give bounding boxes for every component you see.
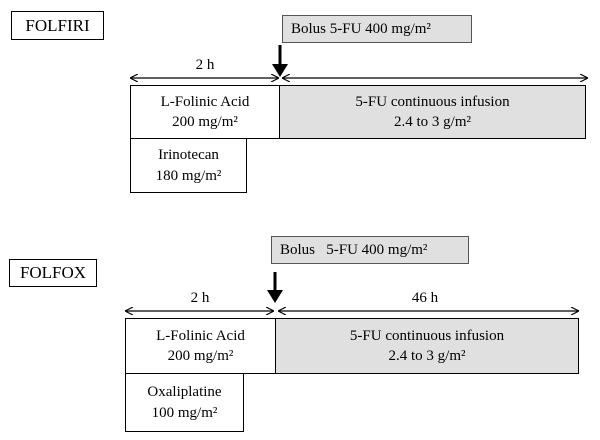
folfiri-leucovorin-box: L-Folinic Acid 200 mg/m² [130,85,280,139]
folfiri-leucovorin-dose: 200 mg/m² [172,114,238,130]
folfiri-duration-2h: 2 h [195,57,215,73]
folfox-title: FOLFOX [9,259,97,287]
folfiri-bolus-down-arrow [272,45,288,77]
folfox-oxaliplatine-dose: 100 mg/m² [151,404,218,421]
folfiri-title: FOLFIRI [11,11,104,40]
folfox-duration-46h: 46 h [411,290,439,306]
folfox-infusion-dose: 2.4 to 3 g/m² [388,348,466,364]
folfox-infusion-box: 5-FU continuous infusion 2.4 to 3 g/m² [275,318,579,374]
folfiri-infusion-dose: 2.4 to 3 g/m² [394,114,471,130]
folfiri-irinotecan-name: Irinotecan [158,147,219,164]
folfox-bolus-label: Bolus 5-FU 400 mg/m² [271,236,469,264]
folfiri-irinotecan-box: Irinotecan 180 mg/m² [130,138,247,193]
folfox-bolus-down-arrow [267,272,283,303]
folfox-oxaliplatine-name: Oxaliplatine [147,384,222,401]
folfox-leucovorin-box: L-Folinic Acid 200 mg/m² [125,318,276,374]
folfox-duration-2h: 2 h [190,290,210,306]
folfiri-irinotecan-dose: 180 mg/m² [155,167,222,184]
folfox-oxaliplatine-box: Oxaliplatine 100 mg/m² [125,373,244,432]
folfox-leucovorin-dose: 200 mg/m² [167,348,234,364]
folfiri-bolus-label: Bolus 5-FU 400 mg/m² [282,15,472,43]
folfiri-leucovorin-name: L-Folinic Acid [160,93,250,110]
folfiri-infusion-box: 5-FU continuous infusion 2.4 to 3 g/m² [279,85,586,139]
folfox-infusion-name: 5-FU continuous infusion [349,327,505,344]
folfox-leucovorin-name: L-Folinic Acid [156,327,245,344]
folfiri-infusion-name: 5-FU continuous infusion [355,93,510,110]
